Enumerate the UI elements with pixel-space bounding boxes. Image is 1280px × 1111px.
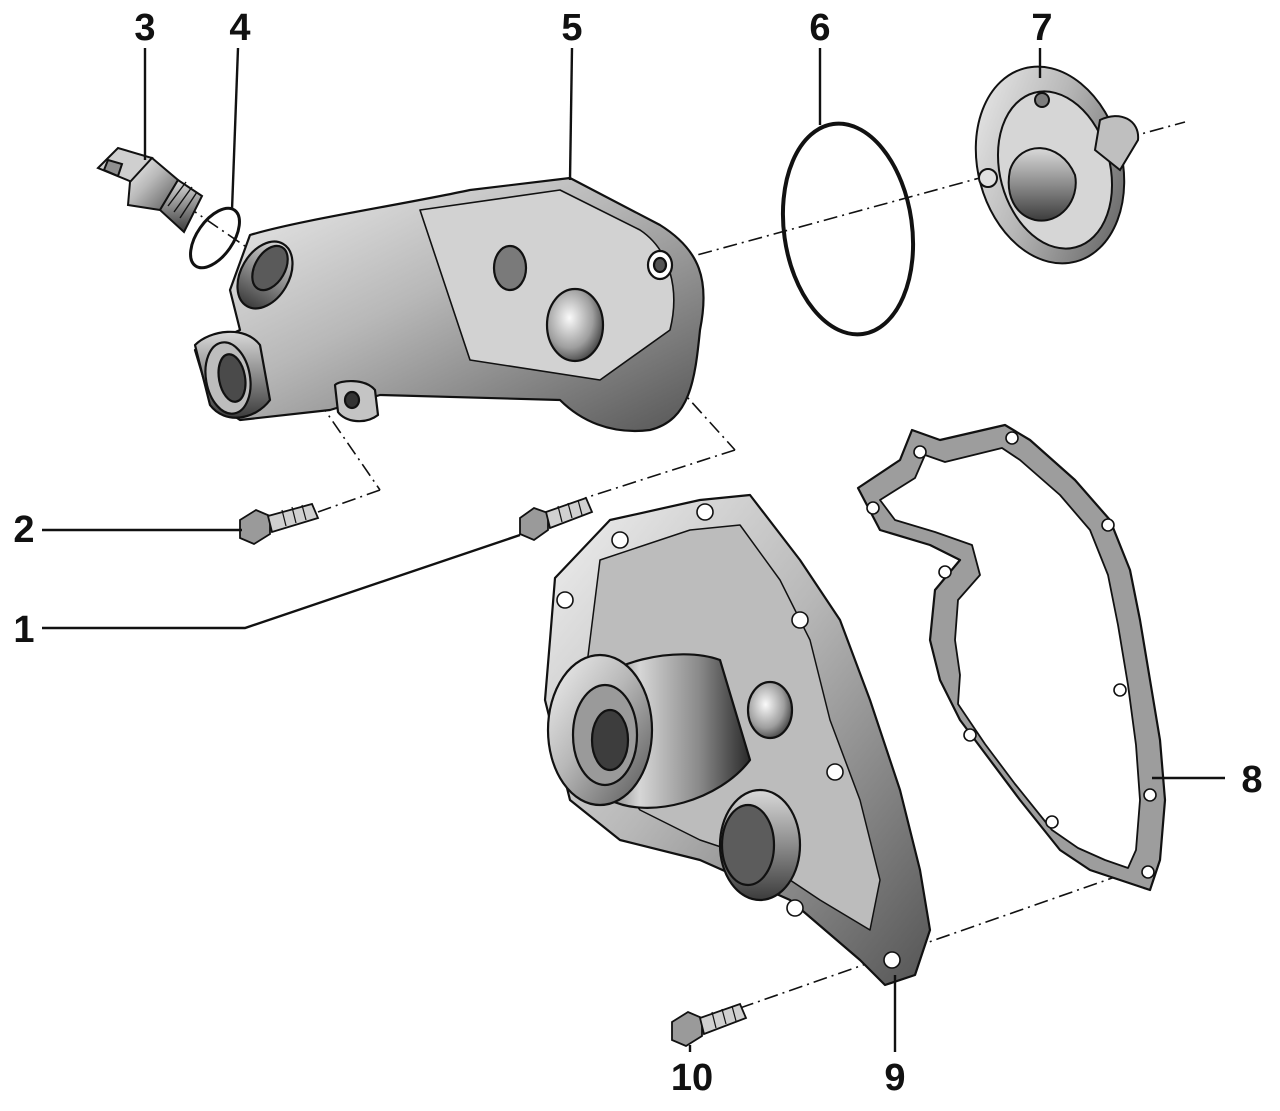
leader-4 bbox=[230, 47, 240, 211]
flange-hole-9 bbox=[883, 951, 901, 969]
callout-6: 6 bbox=[809, 7, 831, 49]
callout-8: 8 bbox=[1241, 759, 1263, 801]
part-8-gasket bbox=[856, 423, 1167, 892]
axis-bolt-1 bbox=[584, 449, 736, 499]
axis-bolt-1-vertical bbox=[639, 344, 736, 451]
callout-3: 3 bbox=[134, 7, 156, 49]
part-7-thermostat bbox=[974, 65, 1140, 265]
part-4-o-ring bbox=[189, 206, 241, 270]
bolt-2 bbox=[239, 502, 320, 546]
part-3-temperature-sensor bbox=[96, 146, 204, 234]
leader-1 bbox=[42, 533, 521, 630]
part-6-large-o-ring bbox=[780, 121, 916, 337]
axis-bolt-2-vertical bbox=[317, 399, 381, 491]
leader-5 bbox=[568, 47, 574, 181]
part-5-thermostat-housing bbox=[193, 176, 705, 432]
axis-bolt-2 bbox=[317, 489, 381, 513]
callout-4: 4 bbox=[229, 7, 251, 49]
callout-9: 9 bbox=[884, 1057, 906, 1099]
water-pump-body bbox=[543, 493, 932, 987]
leader-lines bbox=[42, 47, 1225, 1052]
callout-7: 7 bbox=[1031, 7, 1053, 49]
bolt-10 bbox=[671, 1002, 748, 1048]
bolt-1 bbox=[519, 496, 594, 542]
callout-2: 2 bbox=[13, 509, 35, 551]
callout-1: 1 bbox=[13, 609, 35, 651]
callout-10: 10 bbox=[670, 1057, 714, 1099]
callout-5: 5 bbox=[561, 7, 583, 49]
